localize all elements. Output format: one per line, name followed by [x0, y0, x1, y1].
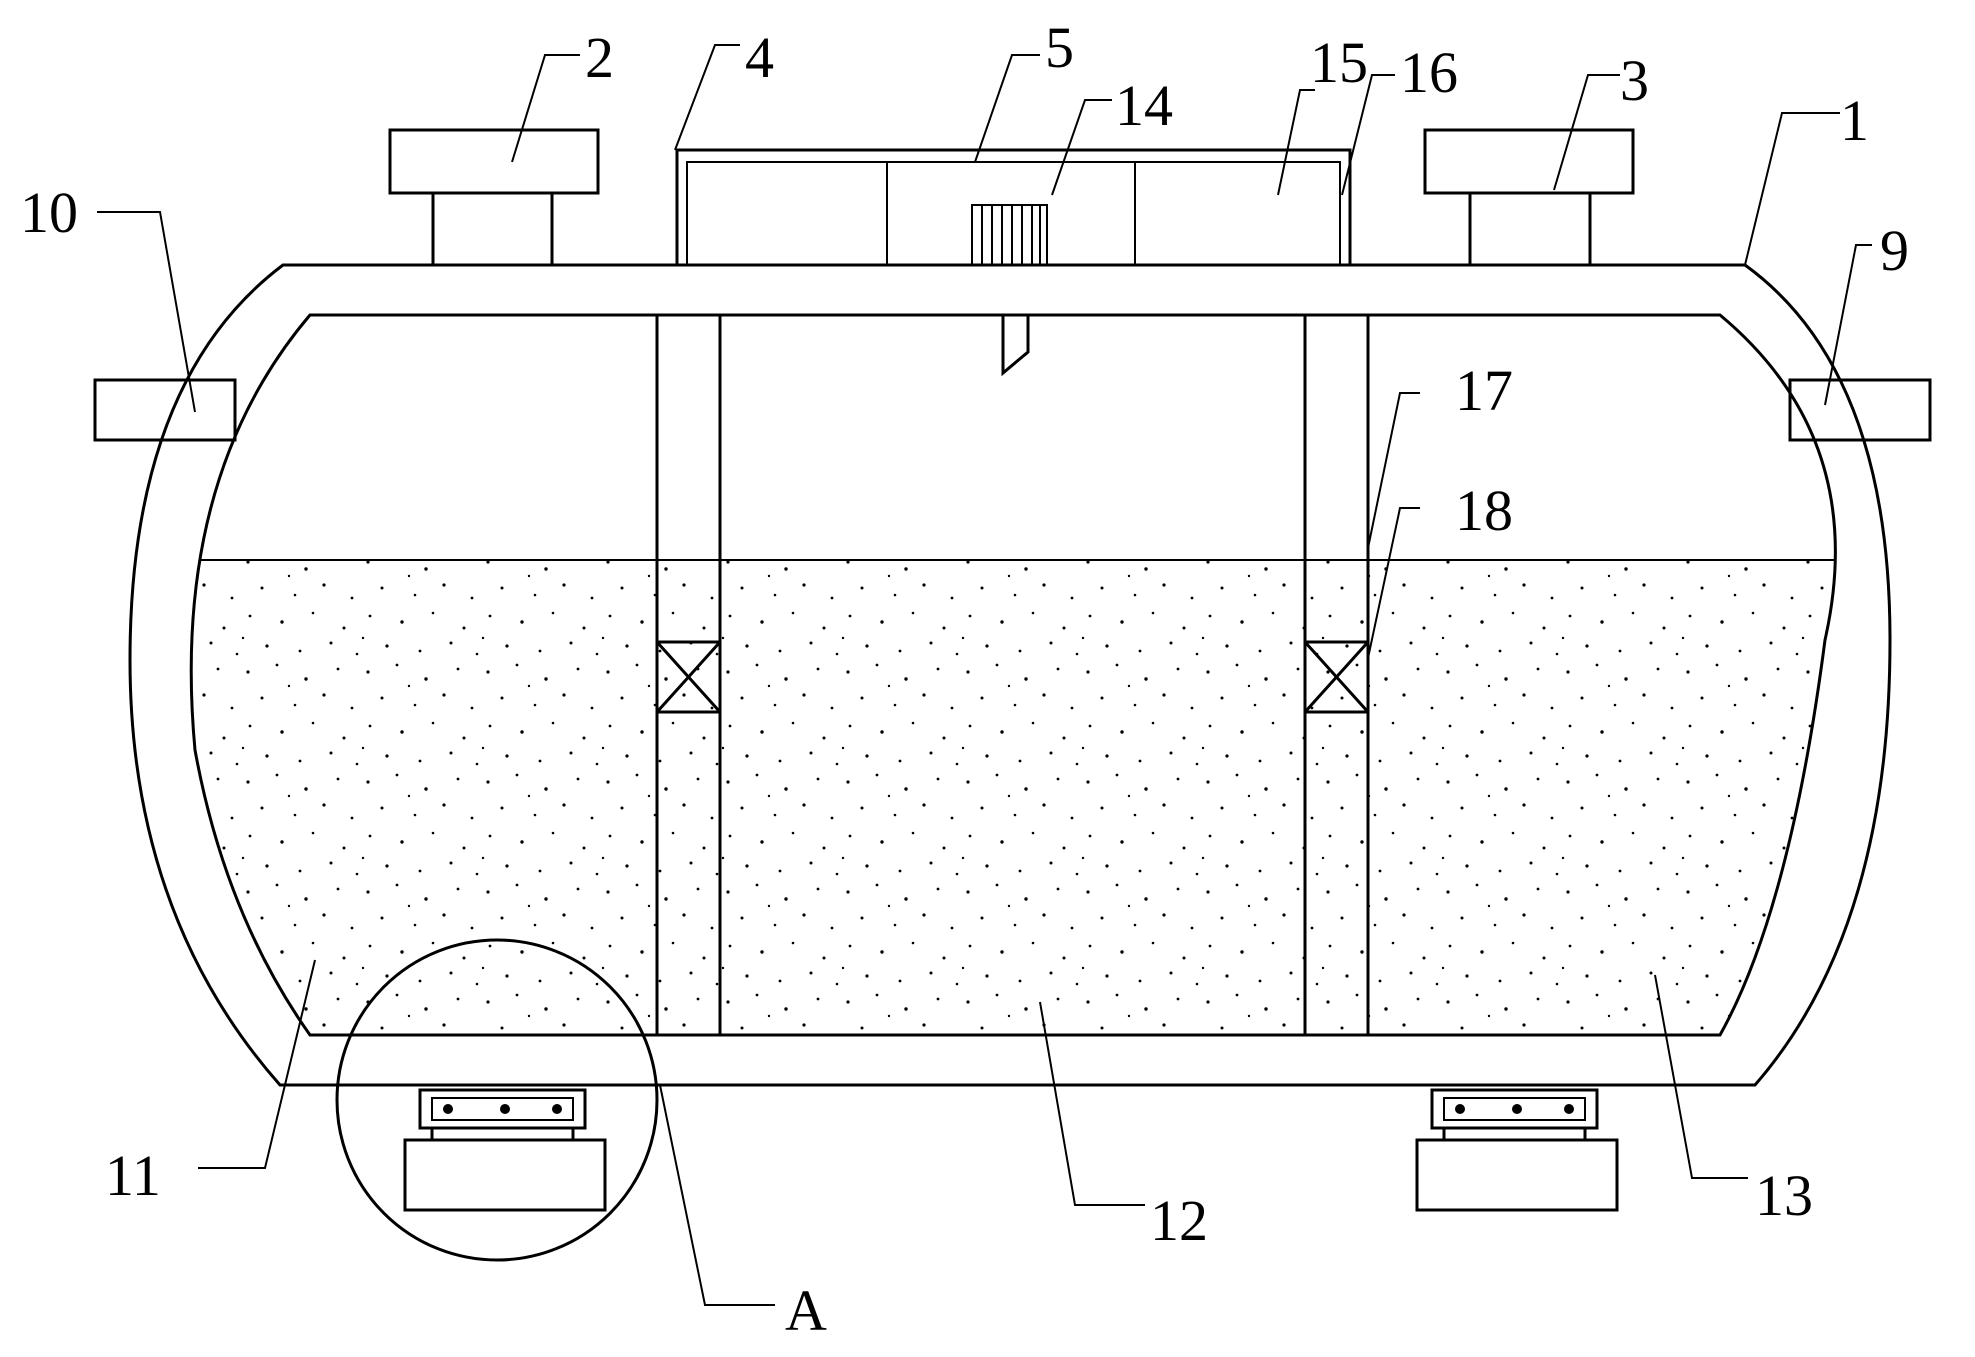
label-a: A	[785, 1278, 827, 1343]
filter-media-right	[1134, 161, 1341, 266]
label-15: 15	[1310, 30, 1368, 95]
label-16: 16	[1400, 40, 1458, 105]
fan-grille	[971, 204, 1048, 266]
manhole-cover-left	[388, 128, 600, 265]
tank-inner-wall	[189, 313, 1837, 1037]
leader-lines	[97, 44, 1872, 1306]
support-foot-left	[403, 1088, 607, 1212]
valve-left	[655, 640, 722, 714]
drop-pipe	[1001, 315, 1030, 377]
label-11: 11	[105, 1143, 161, 1208]
label-14: 14	[1115, 73, 1173, 138]
sewage-liquid	[191, 559, 1836, 1035]
label-1: 1	[1840, 88, 1869, 153]
label-9: 9	[1880, 218, 1909, 283]
manhole-cover-right	[1423, 128, 1635, 265]
outlet-pipe	[1788, 378, 1932, 442]
label-10: 10	[20, 180, 78, 245]
label-3: 3	[1620, 48, 1649, 113]
filter-box	[675, 148, 1352, 267]
label-5: 5	[1045, 15, 1074, 80]
label-17: 17	[1455, 358, 1513, 423]
label-18: 18	[1455, 478, 1513, 543]
inlet-pipe	[93, 378, 237, 442]
valve-right	[1303, 640, 1370, 714]
label-12: 12	[1150, 1188, 1208, 1253]
filter-media-left	[686, 161, 888, 266]
label-13: 13	[1755, 1163, 1813, 1228]
support-foot-right	[1415, 1088, 1619, 1212]
tank-outer-shell	[128, 263, 1892, 1087]
detail-circle-a	[335, 938, 659, 1262]
label-4: 4	[745, 25, 774, 90]
label-2: 2	[585, 25, 614, 90]
